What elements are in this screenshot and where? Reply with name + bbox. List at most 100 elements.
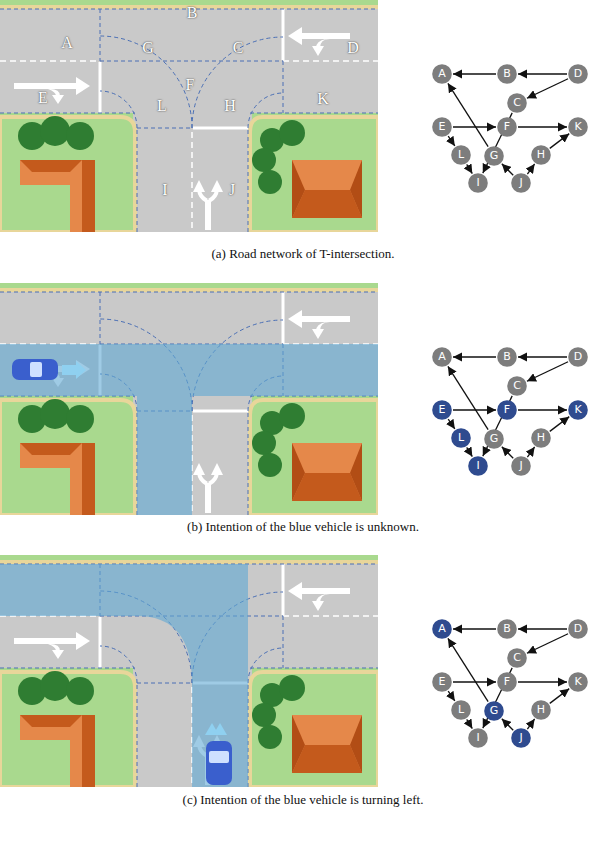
intention-highlight: [0, 564, 248, 787]
lane-label: B: [187, 4, 198, 22]
lane-label: G: [142, 39, 154, 57]
graph-edge: [453, 628, 496, 629]
graph-edge: [453, 126, 496, 127]
node-letter: B: [497, 347, 517, 367]
graph-node: G: [484, 701, 504, 721]
graph-node: E: [432, 117, 452, 137]
graph-edge: [448, 419, 455, 429]
graph-node: K: [568, 400, 588, 420]
graph-edge: [467, 164, 473, 173]
graph-node: H: [531, 700, 551, 720]
lane-label: D: [347, 39, 359, 57]
node-letter: I: [468, 173, 488, 193]
node-letter: J: [511, 456, 531, 476]
node-letter: A: [432, 619, 452, 639]
graph-node: D: [568, 619, 588, 639]
node-letter: H: [531, 700, 551, 720]
graph-edge: [502, 719, 513, 730]
graph-node: K: [568, 672, 588, 692]
graph-node: A: [432, 64, 452, 84]
graph-node: G: [484, 429, 504, 449]
node-letter: I: [468, 728, 488, 748]
graph-node: A: [432, 347, 452, 367]
graph-node: J: [511, 728, 531, 748]
node-letter: G: [484, 146, 504, 166]
graph-edge: [518, 356, 567, 357]
graph-edge: [527, 719, 534, 729]
graph-edge: [550, 134, 569, 149]
node-letter: F: [497, 672, 517, 692]
graph-node: B: [497, 347, 517, 367]
graph-edge: [518, 73, 567, 74]
node-letter: B: [497, 619, 517, 639]
lane-label: F: [186, 76, 195, 94]
lane-label: E: [38, 89, 48, 107]
graph-node: D: [568, 64, 588, 84]
node-letter: A: [432, 64, 452, 84]
graph-edge: [448, 136, 455, 146]
graph-node: I: [468, 173, 488, 193]
graph-edge: [550, 689, 569, 704]
graph-edge: [527, 79, 568, 99]
graph-node: A: [432, 619, 452, 639]
node-letter: H: [531, 428, 551, 448]
graph-node: G: [484, 146, 504, 166]
node-letter: L: [451, 700, 471, 720]
node-letter: E: [432, 117, 452, 137]
graph-node: L: [451, 145, 471, 165]
lane-label: A: [61, 34, 73, 52]
panel-caption: (b) Intention of the blue vehicle is unk…: [187, 519, 419, 535]
node-letter: H: [531, 145, 551, 165]
graph-edge: [467, 719, 473, 728]
lane-label: K: [317, 90, 329, 108]
node-letter: C: [507, 93, 527, 113]
graph-edge: [448, 366, 488, 429]
node-letter: J: [511, 728, 531, 748]
node-letter: L: [451, 428, 471, 448]
node-letter: A: [432, 347, 452, 367]
node-letter: K: [568, 672, 588, 692]
node-letter: L: [451, 145, 471, 165]
graph-edge: [448, 638, 488, 701]
node-letter: C: [507, 376, 527, 396]
node-letter: I: [468, 456, 488, 476]
graph-node: B: [497, 619, 517, 639]
lane-label: C: [233, 39, 244, 57]
node-letter: F: [497, 117, 517, 137]
graph-node: I: [468, 456, 488, 476]
graph-node: E: [432, 672, 452, 692]
node-letter: E: [432, 672, 452, 692]
intention-highlight: [0, 344, 378, 515]
graph-edge: [518, 409, 567, 410]
graph-edge: [518, 681, 567, 682]
node-letter: E: [432, 400, 452, 420]
graph-edge: [448, 83, 488, 146]
graph-node: H: [531, 428, 551, 448]
node-letter: D: [568, 347, 588, 367]
node-letter: J: [511, 173, 531, 193]
graph-edge: [550, 417, 569, 432]
graph-edge: [502, 164, 513, 175]
node-letter: D: [568, 64, 588, 84]
graph-edge: [453, 409, 496, 410]
lane-label: L: [157, 97, 167, 115]
graph-node: L: [451, 428, 471, 448]
road-map: [0, 283, 378, 515]
node-letter: K: [568, 117, 588, 137]
graph-node: C: [507, 648, 527, 668]
graph-edge: [453, 73, 496, 74]
graph-node: C: [507, 93, 527, 113]
graph-edge: [518, 628, 567, 629]
graph-node: J: [511, 173, 531, 193]
graph-node: E: [432, 400, 452, 420]
node-letter: D: [568, 619, 588, 639]
graph-node: F: [497, 400, 517, 420]
graph-edge: [527, 362, 568, 382]
graph-edge: [502, 447, 513, 458]
graph-node: J: [511, 456, 531, 476]
node-letter: B: [497, 64, 517, 84]
graph-node: I: [468, 728, 488, 748]
graph-edge: [448, 691, 455, 701]
